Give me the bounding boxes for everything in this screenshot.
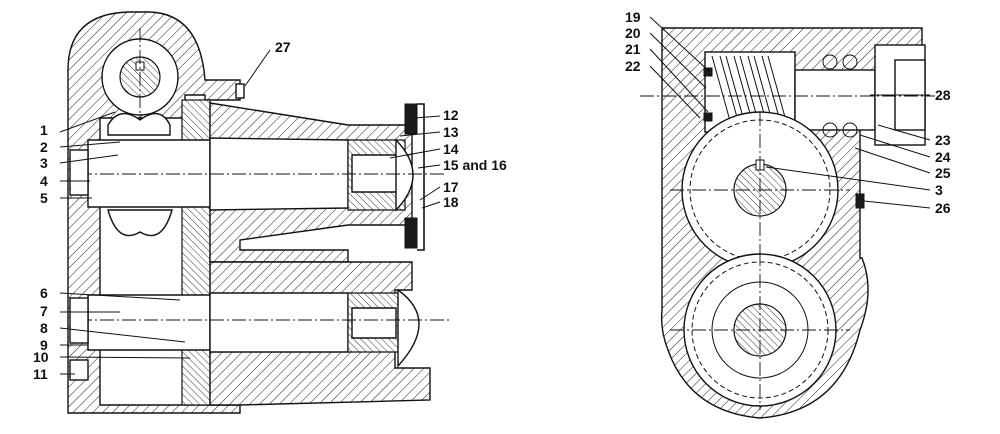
housing-casting bbox=[67, 11, 241, 414]
left-section-view bbox=[59, 11, 450, 414]
lower-shaft-left bbox=[87, 294, 211, 351]
pinion-top bbox=[107, 112, 171, 136]
right-end-view bbox=[640, 16, 935, 419]
grease-fitting bbox=[855, 193, 865, 209]
seal-lower bbox=[69, 297, 89, 344]
callout-label: 3 bbox=[935, 182, 943, 198]
callout-label: 13 bbox=[443, 124, 459, 140]
callout-label: 7 bbox=[40, 303, 48, 319]
right-leader-lines bbox=[649, 16, 931, 209]
breather bbox=[235, 83, 245, 99]
callout-label: 2 bbox=[40, 139, 48, 155]
drain-plug bbox=[69, 359, 89, 381]
lower-end-cap bbox=[397, 288, 420, 368]
bearing-block bbox=[794, 69, 876, 131]
lower-shaft-body bbox=[209, 292, 349, 353]
callout-label: 15 and 16 bbox=[443, 157, 507, 173]
callout-label: 25 bbox=[935, 165, 951, 181]
callout-label: 9 bbox=[40, 337, 48, 353]
left-callouts: 1 2 3 4 5 6 7 8 9 10 11 12 13 14 15 and … bbox=[33, 39, 507, 382]
lower-bore bbox=[351, 307, 397, 339]
ball-upper-2 bbox=[842, 54, 858, 70]
set-screw-top bbox=[703, 67, 713, 77]
worm-threads bbox=[711, 55, 789, 129]
ball-upper-1 bbox=[822, 54, 838, 70]
left-leader-lines bbox=[59, 49, 441, 375]
set-screw-bottom bbox=[703, 112, 713, 122]
callout-label: 18 bbox=[443, 194, 459, 210]
callout-label: 12 bbox=[443, 107, 459, 123]
callout-label: 28 bbox=[935, 87, 951, 103]
callout-label: 17 bbox=[443, 179, 459, 195]
callout-label: 10 bbox=[33, 349, 49, 365]
callout-label: 11 bbox=[33, 366, 48, 382]
callout-label: 20 bbox=[625, 25, 641, 41]
upper-shaft bbox=[87, 139, 211, 208]
ball-lower-2 bbox=[842, 122, 858, 138]
ball-lower-1 bbox=[822, 122, 838, 138]
upper-end-cap bbox=[395, 138, 414, 212]
callout-label: 21 bbox=[625, 41, 641, 57]
callout-label: 24 bbox=[935, 149, 951, 165]
callout-label: 6 bbox=[40, 285, 48, 301]
callout-label: 23 bbox=[935, 132, 951, 148]
callout-label: 3 bbox=[40, 155, 48, 171]
flange-bottom bbox=[404, 217, 418, 249]
seal-upper bbox=[69, 149, 89, 196]
upper-bore bbox=[351, 154, 399, 193]
right-callouts: 19 20 21 22 28 23 24 25 3 26 bbox=[625, 9, 951, 216]
callout-label: 5 bbox=[40, 190, 48, 206]
callout-label: 4 bbox=[40, 173, 48, 189]
pinion-bottom bbox=[107, 209, 173, 237]
callout-label: 19 bbox=[625, 9, 641, 25]
callout-label: 8 bbox=[40, 320, 48, 336]
callout-label: 26 bbox=[935, 200, 951, 216]
callout-label: 27 bbox=[275, 39, 291, 55]
callout-label: 14 bbox=[443, 141, 459, 157]
flange-top bbox=[404, 103, 418, 135]
flange-plate bbox=[417, 103, 425, 251]
callout-label: 1 bbox=[40, 122, 48, 138]
callout-label: 22 bbox=[625, 58, 641, 74]
